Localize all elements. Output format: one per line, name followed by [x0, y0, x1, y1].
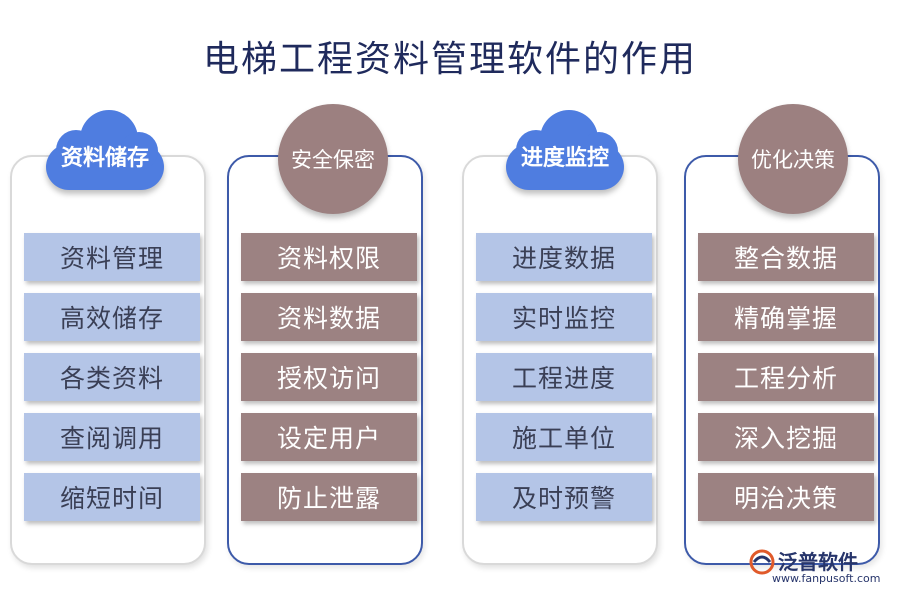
list-item: 资料权限 [241, 233, 417, 281]
column-decision: 整合数据 精确掌握 工程分析 深入挖掘 明治决策 [684, 155, 880, 565]
page-title: 电梯工程资料管理软件的作用 [202, 39, 697, 80]
badge-label: 进度监控 [520, 146, 609, 171]
circle-badge: 优化决策 [738, 104, 848, 214]
list-item: 实时监控 [476, 293, 652, 341]
logo-swirl-icon [749, 549, 775, 575]
item-list: 资料管理 高效储存 各类资料 查阅调用 缩短时间 [24, 233, 200, 533]
list-item: 资料数据 [241, 293, 417, 341]
list-item: 授权访问 [241, 353, 417, 401]
item-list: 资料权限 资料数据 授权访问 设定用户 防止泄露 [241, 233, 417, 533]
badge-label: 优化决策 [751, 148, 835, 172]
list-item: 整合数据 [698, 233, 874, 281]
list-item: 工程分析 [698, 353, 874, 401]
list-item: 精确掌握 [698, 293, 874, 341]
list-item: 明治决策 [698, 473, 874, 521]
item-list: 整合数据 精确掌握 工程分析 深入挖掘 明治决策 [698, 233, 874, 533]
column-security: 资料权限 资料数据 授权访问 设定用户 防止泄露 [227, 155, 423, 565]
list-item: 及时预警 [476, 473, 652, 521]
logo-url: www.fanpusoft.com [772, 572, 881, 585]
list-item: 防止泄露 [241, 473, 417, 521]
list-item: 工程进度 [476, 353, 652, 401]
list-item: 进度数据 [476, 233, 652, 281]
list-item: 设定用户 [241, 413, 417, 461]
list-item: 施工单位 [476, 413, 652, 461]
list-item: 深入挖掘 [698, 413, 874, 461]
column-storage: 资料管理 高效储存 各类资料 查阅调用 缩短时间 [10, 155, 206, 565]
list-item: 高效储存 [24, 293, 200, 341]
list-item: 缩短时间 [24, 473, 200, 521]
badge-label: 安全保密 [291, 148, 375, 172]
item-list: 进度数据 实时监控 工程进度 施工单位 及时预警 [476, 233, 652, 533]
cloud-badge: 进度监控 [500, 104, 630, 194]
brand-logo: 泛普软件 www.fanpusoft.com [748, 546, 888, 588]
cloud-badge: 资料储存 [40, 104, 170, 194]
logo-name: 泛普软件 [778, 550, 858, 574]
list-item: 查阅调用 [24, 413, 200, 461]
list-item: 各类资料 [24, 353, 200, 401]
circle-badge: 安全保密 [278, 104, 388, 214]
badge-label: 资料储存 [60, 146, 149, 171]
list-item: 资料管理 [24, 233, 200, 281]
column-progress: 进度数据 实时监控 工程进度 施工单位 及时预警 [462, 155, 658, 565]
